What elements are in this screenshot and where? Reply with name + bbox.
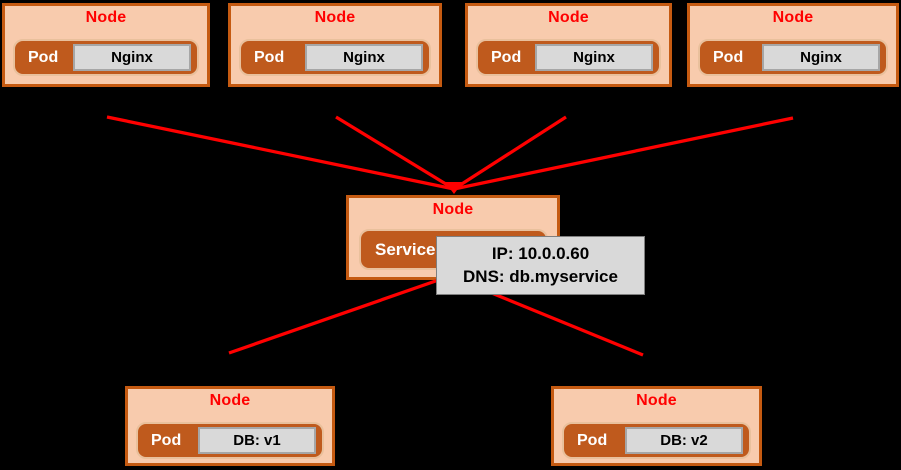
pod-value: DB: v2 <box>625 427 743 454</box>
service-info-box: IP: 10.0.0.60 DNS: db.myservice <box>436 236 645 295</box>
node-box-bottom-1: Node Pod DB: v1 <box>125 386 335 466</box>
pod-badge: Pod Nginx <box>239 39 431 76</box>
node-title: Node <box>548 9 589 26</box>
node-box-top-4: Node Pod Nginx <box>687 3 899 87</box>
arrowhead-icon <box>445 182 463 194</box>
pod-label: Pod <box>577 431 608 449</box>
pod-value: Nginx <box>535 44 653 71</box>
service-label: Service <box>375 239 436 259</box>
pod-label: Pod <box>254 48 285 66</box>
edge-top-3 <box>453 115 567 191</box>
service-dns: DNS: db.myservice <box>463 266 618 286</box>
node-title: Node <box>772 9 814 26</box>
edge-top-4 <box>453 116 794 191</box>
pod-badge: Pod DB: v2 <box>562 422 751 459</box>
edge-bottom-left <box>228 274 451 355</box>
service-ip: IP: 10.0.0.60 <box>491 244 590 264</box>
edge-top-1 <box>106 115 455 191</box>
node-title: Node <box>209 392 251 409</box>
pod-label: Pod <box>713 48 744 66</box>
pod-value: Nginx <box>762 44 880 71</box>
node-box-top-1: Node Pod Nginx <box>2 3 210 87</box>
node-title: Node <box>85 9 127 26</box>
pod-value: Nginx <box>73 44 191 71</box>
node-box-top-3: Node Pod Nginx <box>465 3 672 87</box>
pod-badge: Pod DB: v1 <box>136 422 324 459</box>
pod-value: DB: v1 <box>198 427 316 454</box>
node-title: Node <box>636 392 677 409</box>
pod-badge: Pod Nginx <box>13 39 199 76</box>
node-title: Node <box>432 201 474 218</box>
edge-top-2 <box>335 115 455 191</box>
pod-label: Pod <box>28 48 59 66</box>
pod-label: Pod <box>151 431 182 449</box>
pod-value: Nginx <box>305 44 423 71</box>
node-box-top-2: Node Pod Nginx <box>228 3 442 87</box>
node-title: Node <box>314 9 356 26</box>
pod-label: Pod <box>491 48 522 66</box>
node-box-bottom-2: Node Pod DB: v2 <box>551 386 762 466</box>
pod-badge: Pod Nginx <box>476 39 661 76</box>
pod-badge: Pod Nginx <box>698 39 888 76</box>
